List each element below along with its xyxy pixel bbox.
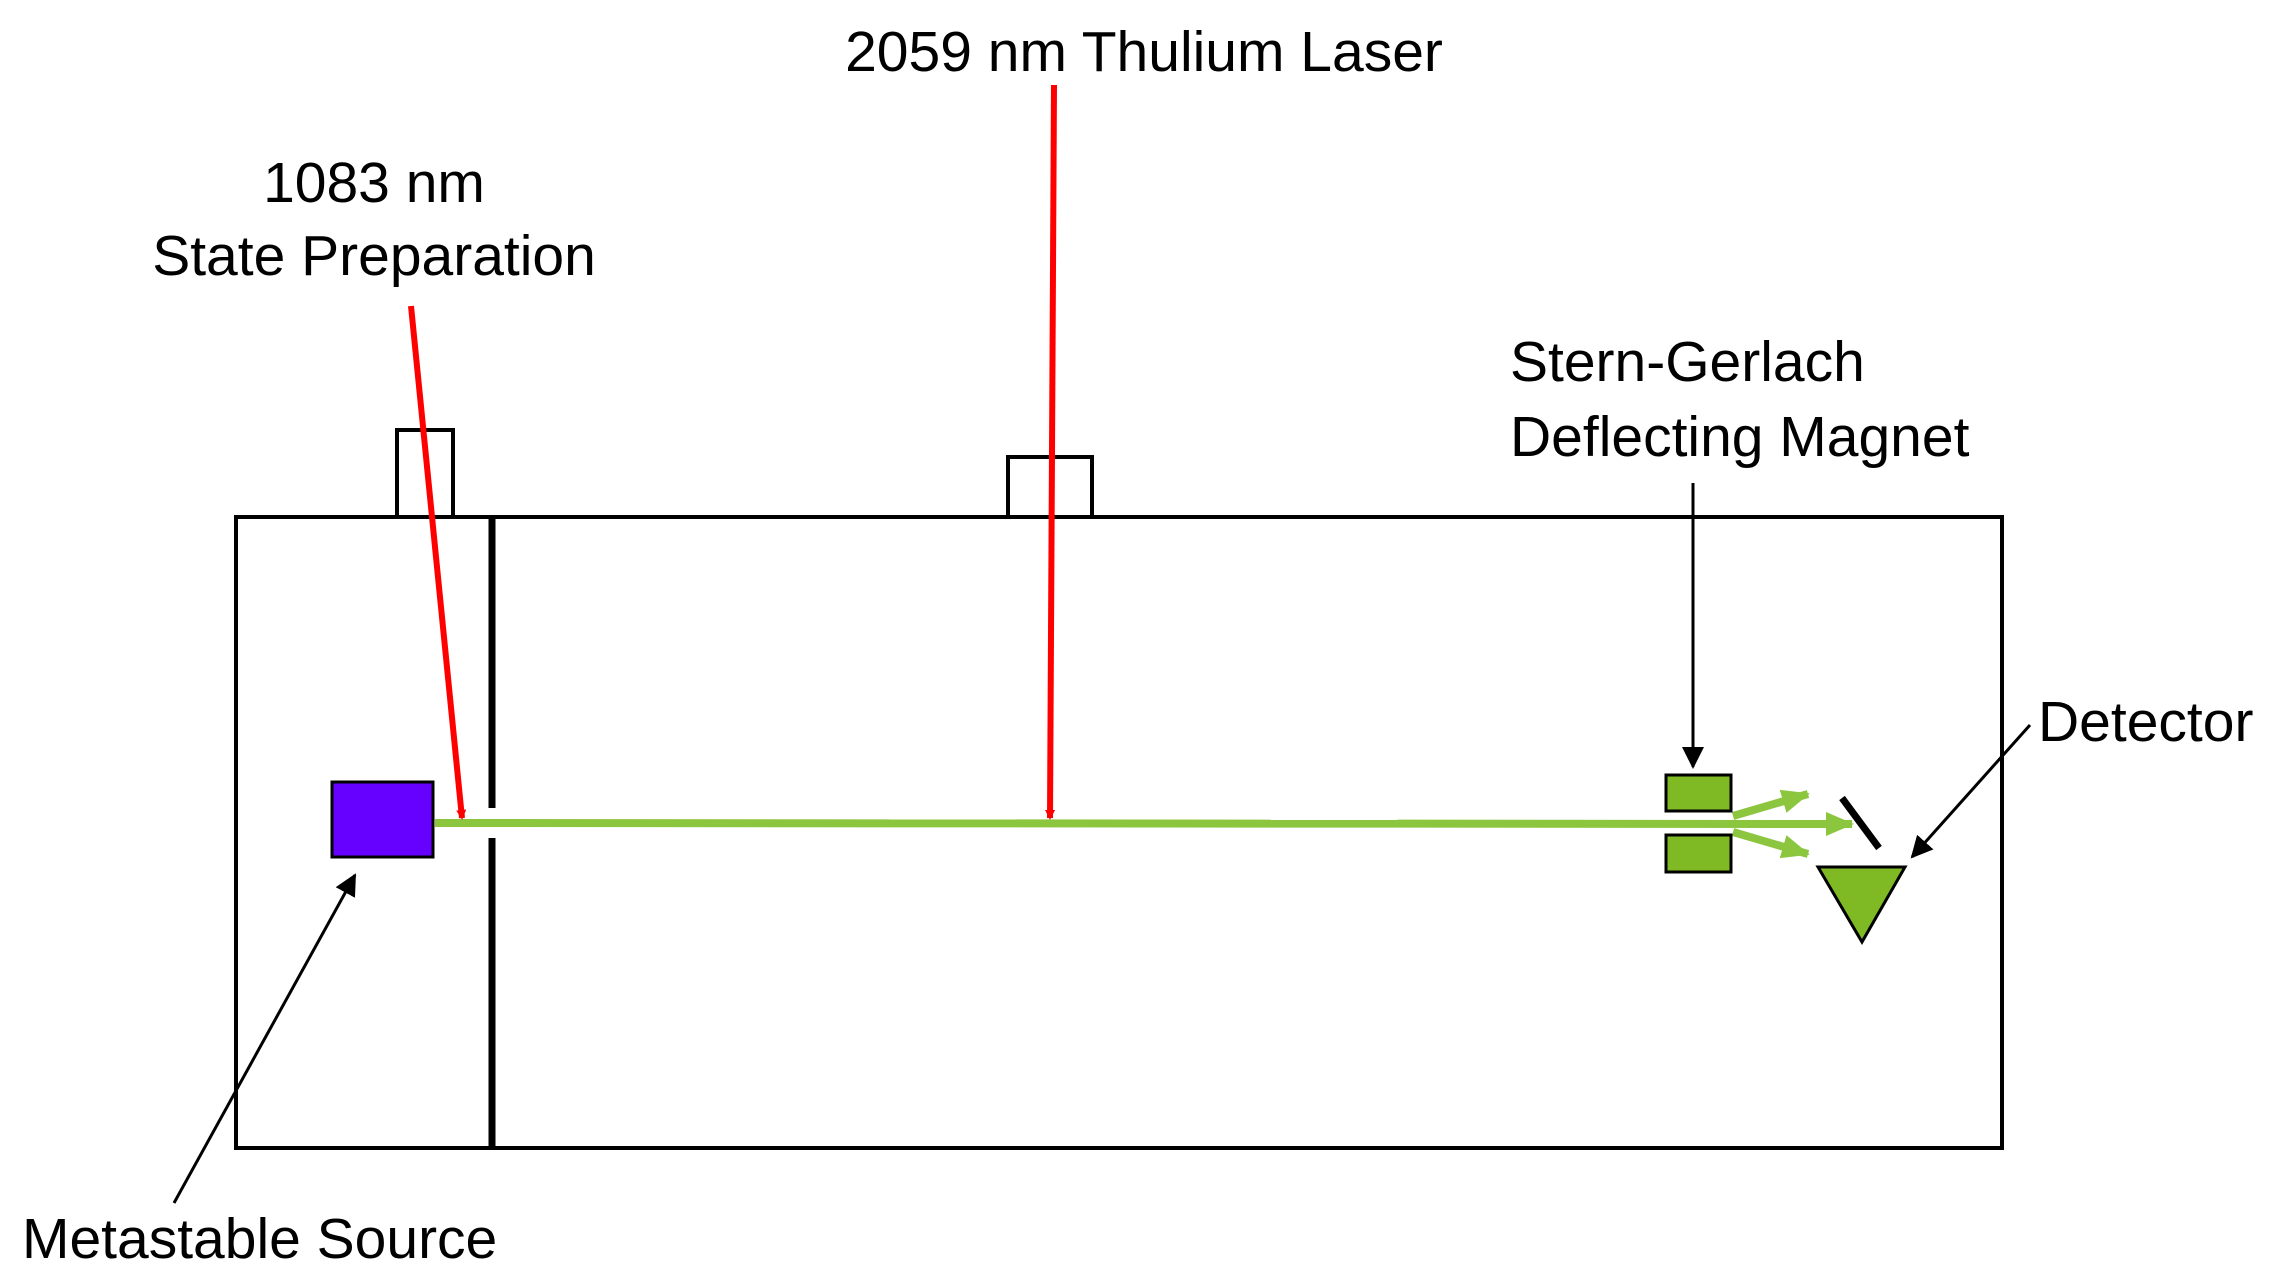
detector-pointer-arrow: [1910, 724, 2032, 859]
stern-gerlach-label-line2: Deflecting Magnet: [1510, 405, 1970, 469]
atomic-beam: [434, 819, 1837, 828]
vacuum-chamber: [234, 515, 2004, 1150]
detector-triangle: [1815, 865, 1908, 945]
detector-label: Detector: [2038, 690, 2253, 754]
thulium-laser-label: 2059 nm Thulium Laser: [845, 20, 1443, 84]
state-prep-laser-beam: [408, 305, 467, 820]
state-prep-label-line2: State Preparation: [152, 224, 596, 288]
source-pointer-arrow: [172, 873, 357, 1204]
thulium-laser-beam: [1045, 84, 1057, 820]
deflected-beam-upper: [1731, 789, 1810, 820]
magnet-block-upper: [1664, 773, 1733, 813]
metastable-source-label: Metastable Source: [22, 1207, 497, 1271]
detector-blade: [1839, 795, 1882, 851]
magnet-block-lower: [1664, 833, 1733, 874]
deflected-beam-lower: [1731, 828, 1810, 859]
state-prep-label-line1: 1083 nm: [263, 151, 485, 215]
metastable-source-block: [330, 780, 435, 859]
stern-gerlach-label-line1: Stern-Gerlach: [1510, 330, 1865, 394]
